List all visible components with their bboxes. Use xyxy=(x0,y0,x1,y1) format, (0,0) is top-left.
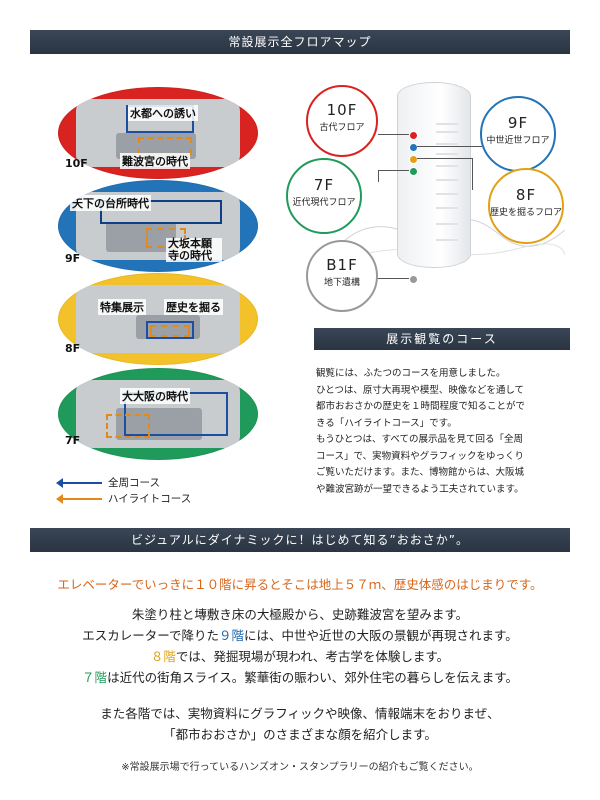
intro-header: ビジュアルにダイナミックに！はじめて知る”おおさか”。 xyxy=(30,528,570,552)
badge-b1f-name: 地下遺構 xyxy=(323,278,360,288)
floor-map-header: 常設展示全フロアマップ xyxy=(30,30,570,54)
leader-line-7f-vert xyxy=(378,170,379,182)
course-line: ご覧いただけます。また、博物館からは、大阪城 xyxy=(316,467,525,478)
floor-plan-8f xyxy=(76,285,240,353)
floor-9f-number: 9F xyxy=(65,252,81,265)
intro-paragraph-2: エスカレーターで降りた９階には、中世や近世の大阪の景観が再現されます。 xyxy=(0,625,600,646)
badge-8f: 8F 歴史を掘るフロア xyxy=(488,168,564,244)
leader-line-7f xyxy=(378,170,409,171)
intro-p2-floor: ９階 xyxy=(218,628,244,643)
course-line: ひとつは、原寸大再現や模型、映像などを通して xyxy=(316,384,525,396)
floor-plan-7f xyxy=(76,380,240,448)
course-line: や難波宮跡が一望できるよう工夫されています。 xyxy=(316,483,524,495)
intro-paragraph-4: ７階は近代の街角スライス。繁華街の賑わい、郊外住宅の暮らしを伝えます。 xyxy=(0,667,600,688)
course-line: もうひとつは、すべての展示品を見て回る「全周 xyxy=(316,434,524,445)
orange-arrow-icon xyxy=(56,493,102,504)
badge-10f-name: 古代フロア xyxy=(319,123,365,133)
floor-7f-label-1: 大大阪の時代 xyxy=(120,388,190,404)
floor-9f-label-1: 天下の台所時代 xyxy=(70,195,151,211)
badge-10f-number: 10F xyxy=(326,101,358,119)
badge-b1f: B1F 地下遺構 xyxy=(306,240,378,312)
footnote: ※常設展示場で行っているハンズオン・スタンプラリーの紹介もご覧ください。 xyxy=(121,762,479,773)
floor-10f-label-1: 水都への誘い xyxy=(128,105,198,121)
leader-line-10f xyxy=(378,134,409,135)
floor-10f-label-2: 難波宮の時代 xyxy=(120,153,190,169)
floor-8f-marker xyxy=(409,155,418,164)
badge-9f-number: 9F xyxy=(507,114,529,132)
legend-highlight-label: ハイライトコース xyxy=(108,493,192,505)
legend-highlight-course: ハイライトコース xyxy=(56,491,192,506)
course-line: 都市おおさかの歴史を１時間程度で知ることがで xyxy=(316,401,526,412)
intro-p3-floor: ８階 xyxy=(150,649,176,664)
course-line: きる「ハイライトコース」です。 xyxy=(316,417,457,429)
intro-p3-text: では、発掘現場が現われ、考古学を体験します。 xyxy=(175,649,450,664)
badge-7f-name: 近代現代フロア xyxy=(292,198,356,208)
intro-paragraph-6: 「都市おおさか」のさまざまな顔を紹介します。 xyxy=(163,727,437,742)
floor-map-7f: 大大阪の時代 xyxy=(58,368,258,460)
floor-7f-marker xyxy=(409,167,418,176)
course-description: 観覧には、ふたつのコースを用意しました。 ひとつは、原寸大再現や模型、映像などを… xyxy=(316,366,564,498)
floor-9f-marker xyxy=(409,143,418,152)
intro-p4-text: は近代の街角スライス。繁華街の賑わい、郊外住宅の暮らしを伝えます。 xyxy=(107,670,518,685)
badge-8f-number: 8F xyxy=(515,186,537,204)
leader-line-8f xyxy=(417,158,473,159)
floor-8f-label-1: 特集展示 xyxy=(98,299,146,315)
floor-8f-number: 8F xyxy=(65,342,81,355)
intro-p4-floor: ７階 xyxy=(82,670,108,685)
badge-10f: 10F 古代フロア xyxy=(306,85,378,157)
museum-building-illustration xyxy=(397,82,471,268)
intro-paragraph-3: ８階では、発掘現場が現われ、考古学を体験します。 xyxy=(0,646,600,667)
badge-9f: 9F 中世近世フロア xyxy=(480,96,556,172)
intro-p2-text-2: には、中世や近世の大阪の景観が再現されます。 xyxy=(244,628,518,643)
course-line: 観覧には、ふたつのコースを用意しました。 xyxy=(316,368,506,379)
leader-line-9f xyxy=(417,146,482,147)
legend-full-label: 全周コース xyxy=(108,477,160,489)
floor-map-10f: 水都への誘い 難波宮の時代 xyxy=(58,87,258,179)
floor-7f-number: 7F xyxy=(65,434,81,447)
floor-b1f-marker xyxy=(409,275,418,284)
floor-10f-number: 10F xyxy=(65,157,88,170)
intro-paragraph-5: また各階では、実物資料にグラフィックや映像、情報端末をおりまぜ、 xyxy=(100,706,500,721)
blue-arrow-icon xyxy=(56,477,102,488)
badge-b1f-number: B1F xyxy=(326,256,358,274)
floor-8f-label-2: 歴史を掘る xyxy=(164,299,223,315)
floor-9f-label-2: 大坂本願寺の時代 xyxy=(166,238,222,262)
course-header: 展示観覧のコース xyxy=(314,328,570,350)
course-line: コース」で、実物資料やグラフィックをゆっくり xyxy=(316,450,524,462)
badge-9f-name: 中世近世フロア xyxy=(486,136,550,146)
badge-7f: 7F 近代現代フロア xyxy=(286,158,362,234)
intro-p2-text: エスカレーターで降りた xyxy=(82,628,219,643)
intro-paragraph-1: 朱塗り柱と塼敷き床の大極殿から、史跡難波宮を望みます。 xyxy=(131,607,469,622)
intro-lead: エレベーターでいっきに１０階に昇るとそこは地上５７ｍ、歴史体感のはじまりです。 xyxy=(57,577,543,592)
floor-map-8f: 特集展示 歴史を掘る xyxy=(58,273,258,365)
floor-10f-marker xyxy=(409,131,418,140)
legend-full-course: 全周コース xyxy=(56,475,160,490)
leader-line-8f-vert xyxy=(472,158,473,190)
badge-7f-number: 7F xyxy=(313,176,335,194)
floor-map-9f: 天下の台所時代 大坂本願寺の時代 xyxy=(58,180,258,272)
leader-line-b1f xyxy=(376,278,409,279)
badge-8f-name: 歴史を掘るフロア xyxy=(490,208,563,218)
